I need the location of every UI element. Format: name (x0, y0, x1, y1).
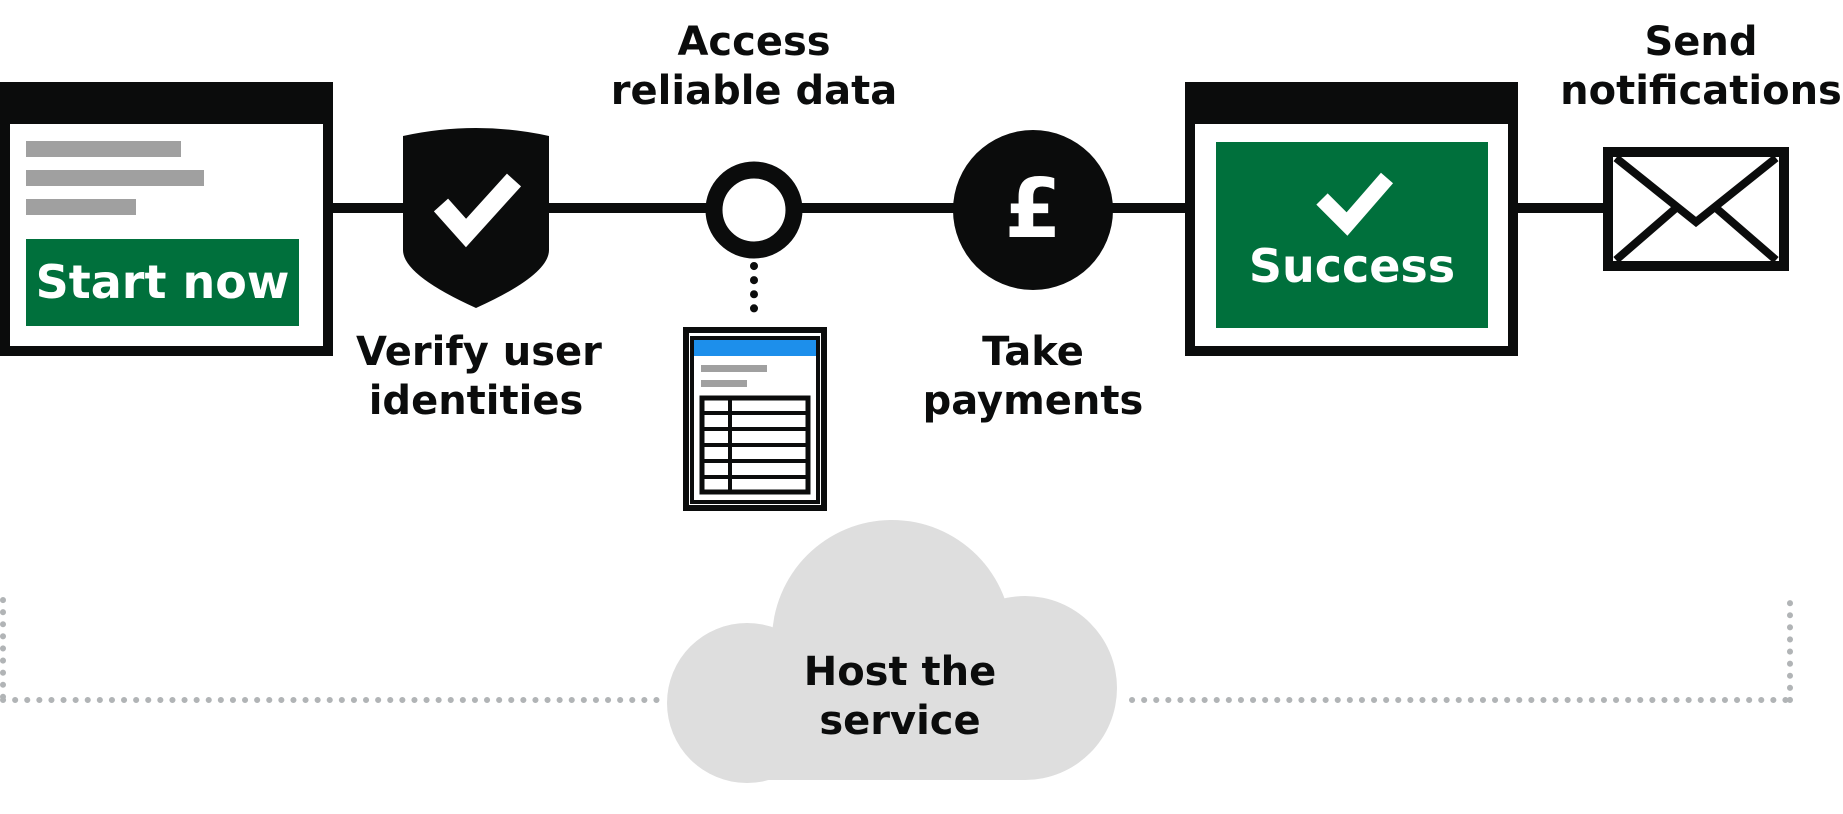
payments-label: Take payments (922, 329, 1144, 424)
hosting-label: Host the service (803, 649, 997, 744)
text-line-placeholder (26, 141, 181, 157)
success-label: Success (1248, 239, 1456, 293)
pound-coin-icon (953, 130, 1113, 290)
shield-check-icon (403, 128, 549, 308)
text-line-placeholder (26, 170, 204, 186)
pound-symbol: £ (1004, 162, 1062, 257)
data-label: Access reliable data (610, 19, 898, 114)
success-banner (1216, 142, 1488, 328)
text-line-placeholder (26, 199, 136, 215)
notify-label: Send notifications (1560, 19, 1842, 114)
verify-label: Verify user identities (356, 329, 602, 424)
check-icon (1316, 172, 1394, 236)
start-now-button[interactable]: Start now (26, 239, 299, 326)
envelope-icon (1603, 147, 1789, 271)
cloud-icon (667, 520, 1117, 783)
hosting-bracket (0, 595, 1793, 703)
success-page-window (1185, 82, 1518, 356)
data-node-icon (705, 161, 803, 326)
spreadsheet-document-icon (683, 327, 827, 511)
